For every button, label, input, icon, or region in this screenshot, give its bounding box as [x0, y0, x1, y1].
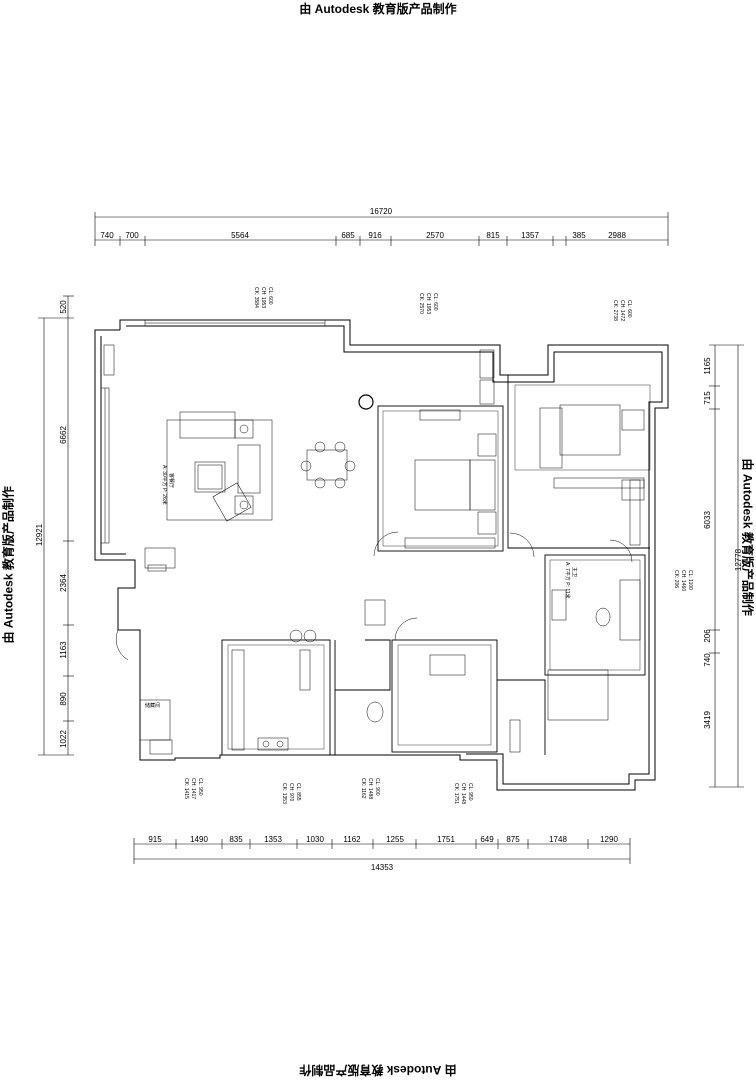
top-dim-3: 5564	[231, 231, 249, 240]
top-dim-1: 740	[100, 231, 114, 240]
left-dim-2: 6662	[59, 426, 68, 444]
door-swings	[115, 531, 633, 661]
bottom-dim-10: 875	[506, 835, 520, 844]
note-b2-2: CH: 970	[288, 783, 294, 802]
note-bath-right-2: CH: 1460	[680, 570, 686, 591]
top-total-dim: 16720	[370, 207, 393, 216]
note-living-top-2: CH: 1953	[260, 287, 266, 308]
bottom-dim-4: 1353	[264, 835, 282, 844]
right-dim-5: 740	[703, 653, 712, 667]
note-master-top-3: CL: 600	[626, 300, 632, 318]
top-dim-2: 700	[125, 231, 139, 240]
note-bed-top-2: CH: 1953	[425, 293, 431, 314]
bottom-total-dim: 14353	[371, 863, 394, 872]
left-dimension-lines	[38, 295, 74, 756]
top-dim-9: 385	[572, 231, 586, 240]
note-b1-1: CK: 1415	[183, 778, 189, 799]
note-b3-2: CH: 1488	[367, 778, 373, 799]
top-dim-8: 1357	[521, 231, 539, 240]
note-bath-right-1: CK: 206	[673, 570, 679, 588]
top-dimension-lines	[94, 212, 669, 246]
right-dim-6: 3419	[703, 711, 712, 729]
fixtures	[139, 579, 641, 755]
bedroom-furniture	[404, 404, 645, 753]
note-b2-3: CL: 855	[295, 783, 301, 801]
note-b3-3: CL: 900	[374, 778, 380, 796]
bottom-dim-8: 1751	[437, 835, 455, 844]
bottom-dim-12: 1290	[600, 835, 618, 844]
master-bath-note: A: 7平方 P: 11米	[564, 562, 571, 599]
right-total-dim: 12778	[734, 548, 743, 571]
left-dim-6: 1022	[59, 730, 68, 748]
right-dim-2: 715	[703, 391, 712, 405]
note-living-top-1: CK: 3584	[253, 287, 259, 308]
note-b4-3: CL: 950	[467, 783, 473, 801]
note-b3-1: CK: 1162	[360, 778, 366, 799]
left-dim-5: 890	[59, 692, 68, 706]
top-window	[144, 319, 326, 327]
right-dim-1: 1165	[703, 357, 712, 375]
left-total-dim: 12921	[35, 523, 44, 546]
top-dim-10: 2988	[608, 231, 626, 240]
note-b1-2: CH: 1417	[190, 778, 196, 799]
note-b1-3: CL: 950	[197, 778, 203, 796]
bottom-dim-7: 1255	[386, 835, 404, 844]
left-dim-4: 1163	[59, 641, 68, 659]
note-bath-right-3: CL: 1100	[687, 570, 693, 590]
bottom-dim-2: 1490	[190, 835, 208, 844]
left-dim-3: 2364	[59, 574, 68, 592]
living-room-label: 客餐厅	[168, 473, 175, 488]
note-b4-1: CK: 1751	[453, 783, 459, 804]
living-room-note: A: 30平方 P: 26米	[161, 465, 168, 505]
top-dim-4: 685	[341, 231, 355, 240]
bottom-dim-11: 1748	[549, 835, 567, 844]
bottom-dim-1: 915	[148, 835, 162, 844]
bottom-dim-6: 1162	[343, 835, 361, 844]
ceiling-notes: CK: 3584 CH: 1953 CL: 600 CK: 2570 CH: 1…	[183, 287, 693, 804]
left-dim-1: 520	[59, 300, 68, 314]
note-bed-top-1: CK: 2570	[418, 293, 424, 314]
note-master-top-2: CH: 1472	[619, 300, 625, 321]
watermark-top: 由 Autodesk 教育版产品制作	[299, 2, 457, 16]
bottom-dim-9: 649	[480, 835, 494, 844]
note-b2-1: CK: 1353	[281, 783, 287, 804]
note-living-top-3: CL: 600	[267, 287, 273, 305]
note-master-top-1: CK: 2738	[612, 300, 618, 321]
bottom-dim-5: 1030	[306, 835, 324, 844]
storage-label: 储藏间	[145, 702, 160, 709]
left-window	[100, 387, 110, 544]
note-bed-top-3: CL: 600	[432, 293, 438, 311]
right-dim-4: 206	[703, 629, 712, 643]
interior-walls	[221, 375, 651, 756]
top-dim-6: 2570	[426, 231, 444, 240]
top-dim-5: 916	[368, 231, 382, 240]
right-dimension-lines	[709, 344, 744, 788]
right-dim-3: 6033	[703, 511, 712, 529]
bottom-dimension-lines	[133, 838, 631, 864]
top-dim-7: 815	[486, 231, 500, 240]
note-b4-2: CH: 1448	[460, 783, 466, 804]
master-bath-label: 主卫	[571, 567, 578, 577]
bottom-dim-3: 835	[229, 835, 243, 844]
living-furniture	[103, 344, 495, 572]
